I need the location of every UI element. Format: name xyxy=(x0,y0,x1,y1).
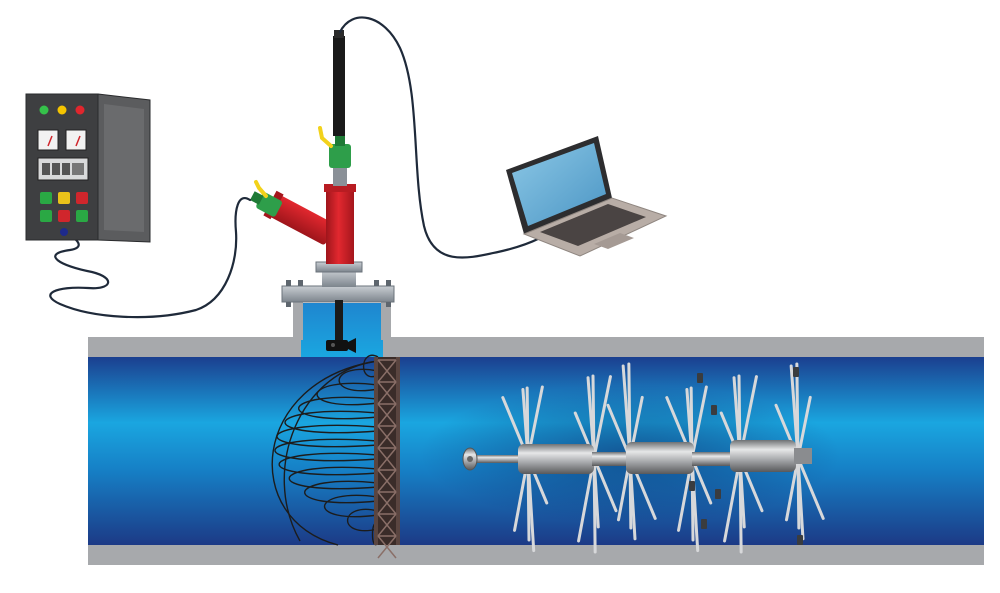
truss-brace xyxy=(377,381,397,405)
pig-body-section-3 xyxy=(730,440,796,472)
pig-sensor-tip xyxy=(715,489,721,499)
cabinet-gauges xyxy=(37,129,87,151)
laptop-computer-icon xyxy=(506,136,668,257)
net-outline xyxy=(271,360,379,546)
truss-brace xyxy=(377,535,397,559)
camera-pole-assembly xyxy=(326,30,356,353)
net-frame-truss xyxy=(374,357,400,559)
pig-sensor-tip xyxy=(697,373,703,383)
pipeline-pig-icon xyxy=(462,362,825,554)
electrical-control-panel-icon xyxy=(25,93,151,243)
pig-blade xyxy=(738,456,743,554)
cable-launcher-to-cabinet xyxy=(49,197,252,319)
cabinet-breaker-panel xyxy=(37,157,89,181)
net-rope xyxy=(338,368,379,392)
pig-sensor-tip xyxy=(793,367,799,377)
net-rope xyxy=(323,494,379,518)
laptop-screen xyxy=(512,143,606,226)
pig-launcher xyxy=(249,126,356,264)
truss-brace xyxy=(377,469,397,493)
truss-brace xyxy=(377,491,397,515)
cabinet-cable-gland xyxy=(60,228,68,236)
net-rope xyxy=(316,382,379,406)
launcher-main-body xyxy=(326,190,354,264)
pig-tail xyxy=(794,448,812,464)
camera-pole-upper xyxy=(333,36,345,136)
net-rope xyxy=(288,466,379,490)
pig-blade xyxy=(592,456,618,513)
camera-pole-lower xyxy=(335,300,343,342)
cabinet-buttons xyxy=(40,192,88,222)
pig-blade xyxy=(690,385,708,460)
truss-brace xyxy=(377,447,397,471)
net-rope xyxy=(304,480,379,504)
base-flange xyxy=(281,285,395,303)
launcher-branch xyxy=(268,195,335,245)
pig-body-section-2 xyxy=(626,442,694,474)
pig-blade xyxy=(591,374,596,460)
side-valve-body xyxy=(256,192,282,217)
reducer-neck xyxy=(322,270,356,287)
net-outline xyxy=(283,360,379,542)
cable-pole-to-laptop xyxy=(338,16,542,259)
truss-brace xyxy=(377,359,397,383)
pipe-bottom-wall xyxy=(88,545,984,565)
cabinet-light-red xyxy=(75,105,85,115)
retrieval-net-icon xyxy=(271,354,400,559)
pig-sensor-tip xyxy=(689,481,695,491)
pig-body-section-1 xyxy=(518,444,594,474)
launcher-top-cap xyxy=(324,184,356,192)
net-rope xyxy=(346,508,379,532)
cabinet-door-inner xyxy=(104,104,144,232)
pig-blade xyxy=(796,456,801,530)
truss-brace xyxy=(377,425,397,449)
truss-brace xyxy=(377,403,397,427)
inspection-camera-icon xyxy=(326,338,356,353)
pig-sensor-tip xyxy=(711,405,717,415)
top-valve-handle xyxy=(318,126,333,148)
riser-right-wall xyxy=(381,300,391,340)
cables xyxy=(49,16,542,319)
pig-blade xyxy=(796,395,812,460)
pig-sensor-tip xyxy=(797,535,803,545)
net-rope xyxy=(297,396,379,420)
pig-nose-rod xyxy=(472,455,522,463)
side-valve-handle xyxy=(254,180,268,198)
pig-blade xyxy=(627,362,632,460)
cabinet-light-yellow xyxy=(57,105,67,115)
net-rope xyxy=(362,354,379,378)
laptop-keyboard xyxy=(540,204,646,246)
top-valve-fitting xyxy=(335,134,345,146)
top-valve-body xyxy=(329,144,351,168)
riser-left-wall xyxy=(293,300,303,340)
pig-joint-2 xyxy=(692,452,732,466)
pig-blade xyxy=(795,362,800,460)
pig-blade xyxy=(592,456,597,554)
pipe-top-wall xyxy=(88,337,984,357)
net-rope xyxy=(284,410,379,434)
cabinet-light-green xyxy=(39,105,49,115)
top-valve-stem xyxy=(333,168,347,186)
pig-sensor-tip xyxy=(701,519,707,529)
pig-joint-1 xyxy=(592,452,628,466)
net-rope xyxy=(278,452,379,476)
truss-brace xyxy=(377,513,397,537)
camera-pole-cap xyxy=(334,30,344,38)
flange-bolts xyxy=(286,280,391,307)
laptop-trackpad xyxy=(594,233,634,249)
pig-blade xyxy=(784,456,800,522)
pig-blade xyxy=(796,456,825,520)
side-valve-fitting xyxy=(249,191,264,205)
net-rope xyxy=(274,438,379,462)
pig-blade xyxy=(592,375,612,460)
